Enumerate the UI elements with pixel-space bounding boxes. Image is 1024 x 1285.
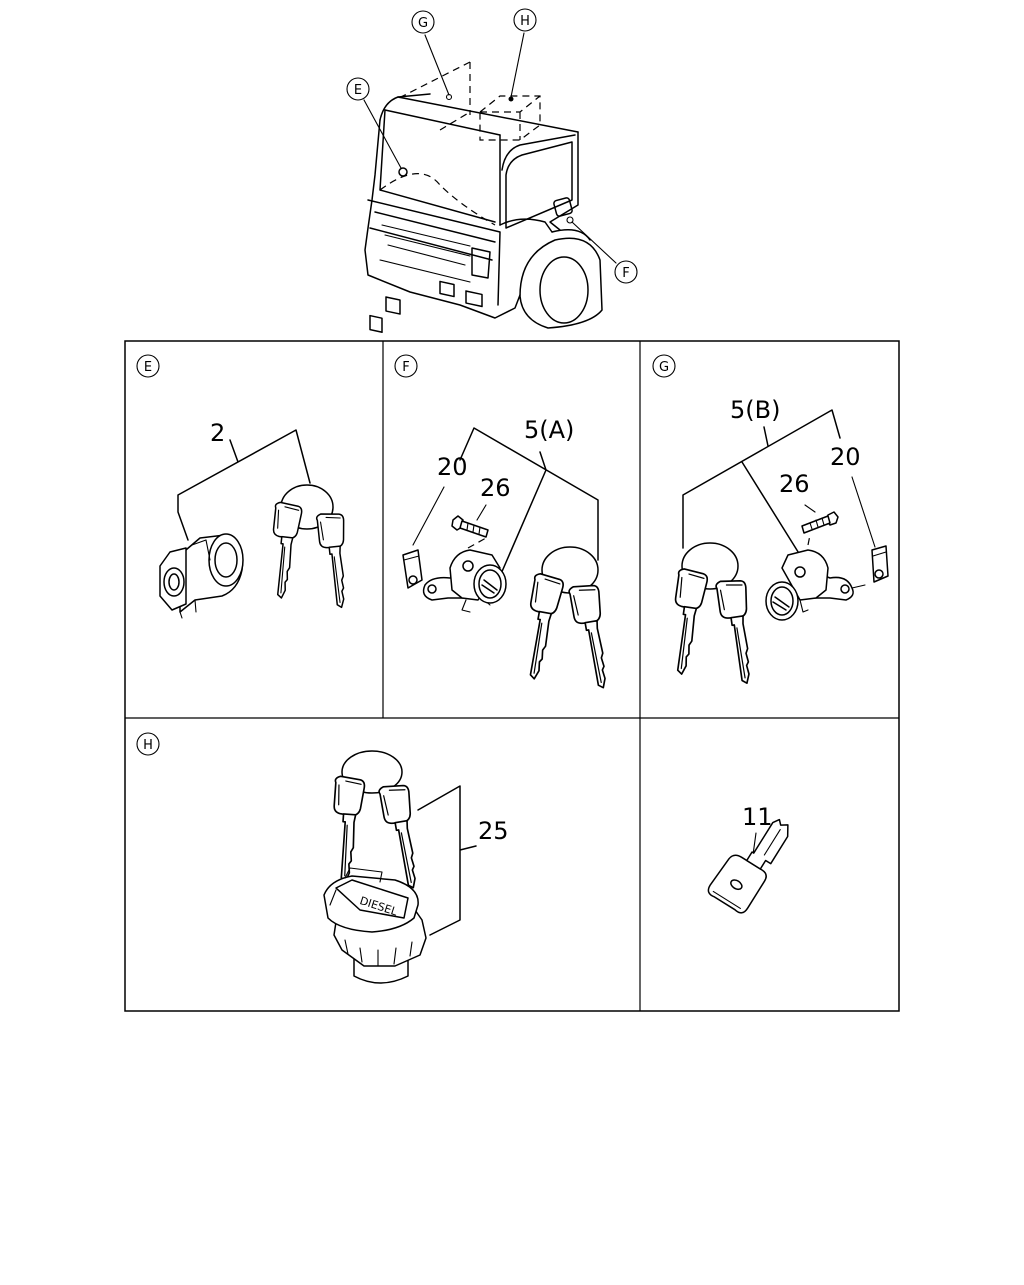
callout-e: E bbox=[136, 354, 160, 378]
part-number-26-f: 26 bbox=[480, 474, 511, 502]
callout-f-overview: F bbox=[614, 260, 638, 284]
panel-grid bbox=[124, 340, 900, 1012]
callout-h-overview: H bbox=[513, 8, 537, 32]
fuel-cap: DIESEL bbox=[323, 867, 427, 984]
key-set-5b bbox=[663, 542, 760, 687]
panel-e: E 2 bbox=[136, 354, 354, 619]
clip-20-f bbox=[402, 549, 423, 589]
door-lock-cylinder-g bbox=[765, 549, 854, 621]
panel-g: G 5(B) 20 26 bbox=[652, 354, 889, 687]
svg-text:E: E bbox=[354, 83, 362, 98]
panel-h: H 25 DIESEL bbox=[136, 732, 509, 984]
callout-f: F bbox=[394, 354, 418, 378]
svg-text:G: G bbox=[418, 16, 428, 31]
svg-text:F: F bbox=[402, 360, 409, 375]
callout-h: H bbox=[136, 732, 160, 756]
part-number-20-f: 20 bbox=[437, 453, 468, 481]
part-number-25: 25 bbox=[478, 817, 509, 845]
callout-g: G bbox=[652, 354, 676, 378]
part-number-5b: 5(B) bbox=[730, 396, 780, 424]
screw-26-f bbox=[451, 515, 489, 538]
svg-text:H: H bbox=[520, 14, 530, 29]
part-number-5a: 5(A) bbox=[524, 416, 574, 444]
svg-text:H: H bbox=[143, 738, 153, 753]
door-lock-cylinder-f bbox=[422, 549, 507, 613]
part-number-20-g: 20 bbox=[830, 443, 861, 471]
svg-text:G: G bbox=[659, 360, 669, 375]
key-11 bbox=[707, 818, 789, 914]
callout-e-overview: E bbox=[346, 77, 370, 101]
panel-11: 11 bbox=[707, 803, 789, 914]
ignition-cylinder bbox=[159, 533, 244, 619]
callout-g-overview: G bbox=[411, 10, 435, 34]
screw-26-g bbox=[801, 511, 839, 534]
svg-text:E: E bbox=[144, 360, 152, 375]
svg-text:F: F bbox=[622, 266, 629, 281]
key-set-5a bbox=[516, 546, 617, 692]
part-number-11: 11 bbox=[742, 803, 773, 831]
panel-f: F 5(A) 20 26 bbox=[394, 354, 617, 692]
part-number-26-g: 26 bbox=[779, 470, 810, 498]
clip-20-g bbox=[871, 545, 889, 583]
key-set-25 bbox=[327, 750, 427, 892]
truck-overview: G H E F bbox=[346, 8, 638, 333]
key-set-2 bbox=[265, 484, 354, 610]
part-number-2: 2 bbox=[210, 419, 225, 447]
